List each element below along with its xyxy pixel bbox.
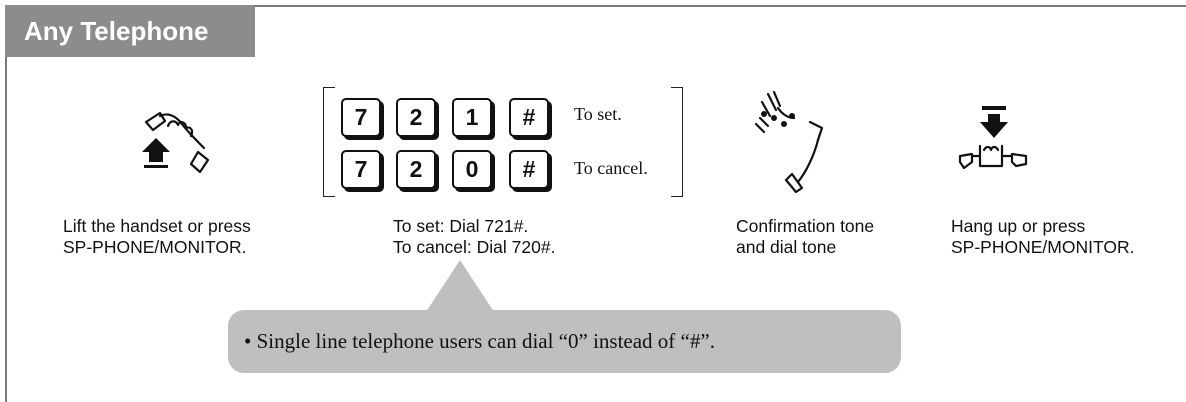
keypad-key: 2: [396, 98, 436, 137]
tone-handset-icon: [754, 90, 824, 194]
section-header: Any Telephone: [5, 5, 255, 57]
keypad-row-label: To set.: [574, 104, 622, 124]
frame-left-rule: [5, 5, 7, 402]
note-box: [228, 310, 901, 373]
keypad-key: 7: [341, 150, 381, 189]
keypad-key: 2: [396, 150, 436, 189]
step-caption: Confirmation tone and dial tone: [736, 216, 874, 258]
caption-line: and dial tone: [736, 237, 837, 257]
keypad-right-bracket: [671, 87, 683, 197]
caption-line: SP-PHONE/MONITOR.: [63, 237, 247, 257]
step-caption: Lift the handset or press SP-PHONE/MONIT…: [63, 216, 251, 258]
caption-line: To cancel: Dial 720#.: [393, 237, 556, 257]
caption-line: Confirmation tone: [736, 216, 875, 236]
hang-up-icon: [958, 106, 1028, 170]
caption-line: Lift the handset or press: [63, 216, 251, 236]
note-text: • Single line telephone users can dial “…: [244, 329, 715, 353]
keypad-row-label: To cancel.: [574, 158, 648, 178]
caption-line: To set: Dial 721#.: [393, 216, 529, 236]
keypad-left-bracket: [323, 87, 335, 197]
keypad-key: 7: [341, 98, 381, 137]
step-caption: To set: Dial 721#. To cancel: Dial 720#.: [393, 216, 555, 258]
note-pointer: [424, 260, 496, 315]
keypad-key: #: [509, 98, 549, 137]
caption-line: SP-PHONE/MONITOR.: [951, 237, 1135, 257]
header-rule: [5, 5, 1186, 7]
keypad-key: 0: [452, 150, 492, 189]
step-caption: Hang up or press SP-PHONE/MONITOR.: [951, 216, 1134, 258]
keypad-key: #: [509, 150, 549, 189]
caption-line: Hang up or press: [951, 216, 1086, 236]
lift-handset-icon: [142, 111, 210, 174]
keypad-key: 1: [452, 98, 492, 137]
